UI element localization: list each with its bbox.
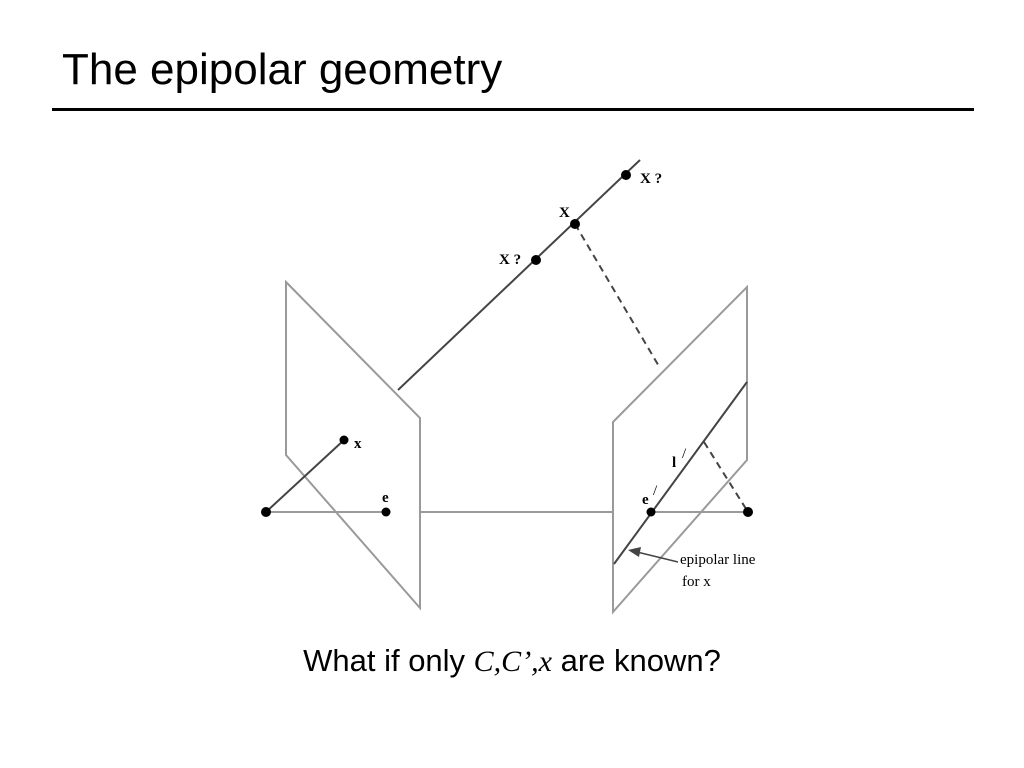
caption-suffix: are known? xyxy=(552,643,721,678)
dashed-projection-to-plane xyxy=(574,223,661,369)
point-x-question-mid xyxy=(531,255,541,265)
label-image-point-x: x xyxy=(354,436,362,452)
camera-centre-c xyxy=(261,507,271,517)
epipole-e-prime xyxy=(646,507,656,517)
label-epipolar-line-for-x: for x xyxy=(682,574,711,590)
caption-prefix: What if only xyxy=(303,643,474,678)
slide-title: The epipolar geometry xyxy=(62,45,503,94)
caption-math: C,C’,x xyxy=(473,645,552,678)
right-image-plane xyxy=(612,284,748,615)
image-point-x xyxy=(339,435,349,445)
epipolar-line-arrow xyxy=(636,551,679,563)
label-epipole-e-prime: e xyxy=(642,492,649,508)
label-epipole-e-prime-mark: / xyxy=(653,483,658,499)
back-projected-ray xyxy=(397,159,641,391)
epipolar-line-l-prime xyxy=(613,381,748,565)
epipole-e xyxy=(381,507,391,517)
label-x-question-top: X ? xyxy=(640,171,662,187)
slide-caption: What if only C,C’,x are known? xyxy=(0,641,1024,682)
back-projected-ray-inside xyxy=(265,439,345,513)
label-l-prime-mark: / xyxy=(682,446,687,462)
label-x-main: X xyxy=(559,205,570,221)
label-l-prime: l xyxy=(672,455,676,471)
title-divider xyxy=(52,108,974,111)
point-x-main xyxy=(570,219,580,229)
label-epipolar-line: epipolar line xyxy=(680,552,756,568)
point-x-question-top xyxy=(621,170,631,180)
dashed-projection-to-camera xyxy=(703,441,749,513)
left-image-plane xyxy=(285,279,421,611)
label-x-question-mid: X ? xyxy=(499,252,521,268)
label-epipole-e: e xyxy=(382,490,389,506)
camera-centre-c-prime xyxy=(743,507,753,517)
epipolar-line-arrow-head xyxy=(628,547,641,557)
